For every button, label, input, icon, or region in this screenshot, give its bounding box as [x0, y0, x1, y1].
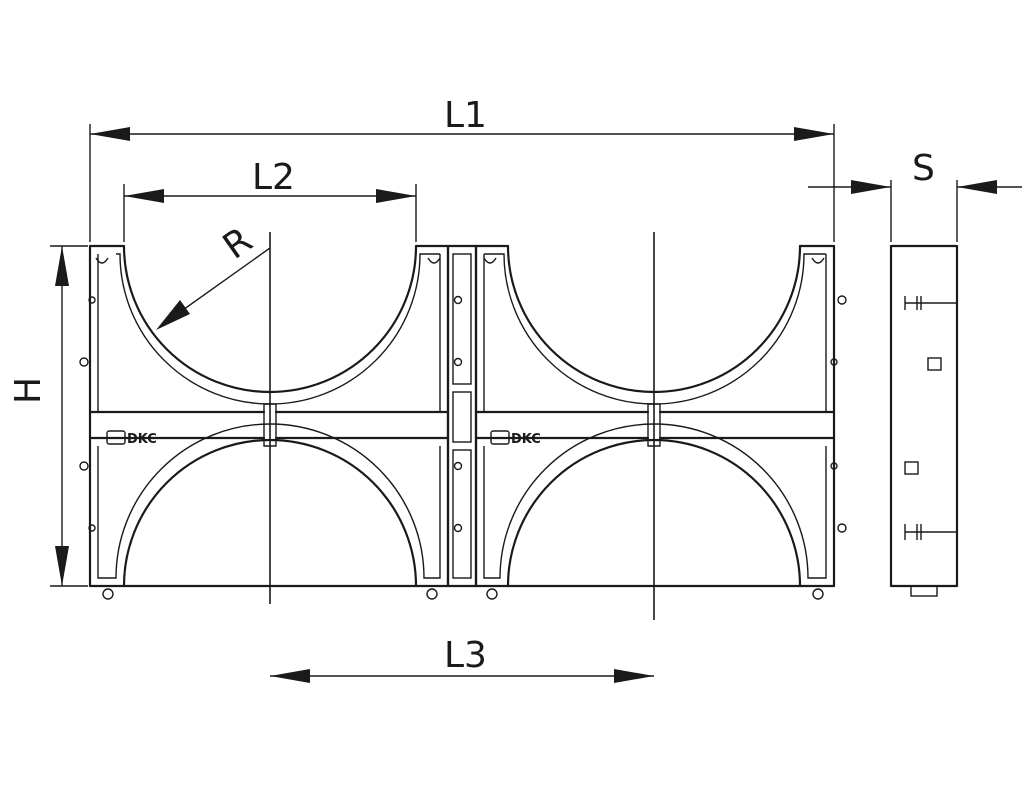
dimension-l2: L2	[123, 157, 417, 242]
right-logo: DKC	[511, 432, 541, 447]
right-module: DKC	[474, 244, 847, 600]
connector-strip	[446, 244, 478, 588]
label-h: H	[8, 377, 49, 404]
dimension-l3: L3	[270, 635, 654, 683]
left-logo: DKC	[127, 432, 157, 447]
label-s: S	[912, 148, 935, 189]
label-l2: L2	[252, 157, 295, 198]
dimension-s: S	[808, 148, 1022, 242]
side-view	[889, 244, 959, 597]
dimension-l1: L1	[89, 95, 835, 242]
left-module: DKC	[79, 244, 450, 600]
dimension-r: R	[156, 220, 271, 330]
label-l1: L1	[444, 95, 487, 136]
label-l3: L3	[444, 635, 487, 676]
dimension-h: H	[8, 245, 88, 587]
